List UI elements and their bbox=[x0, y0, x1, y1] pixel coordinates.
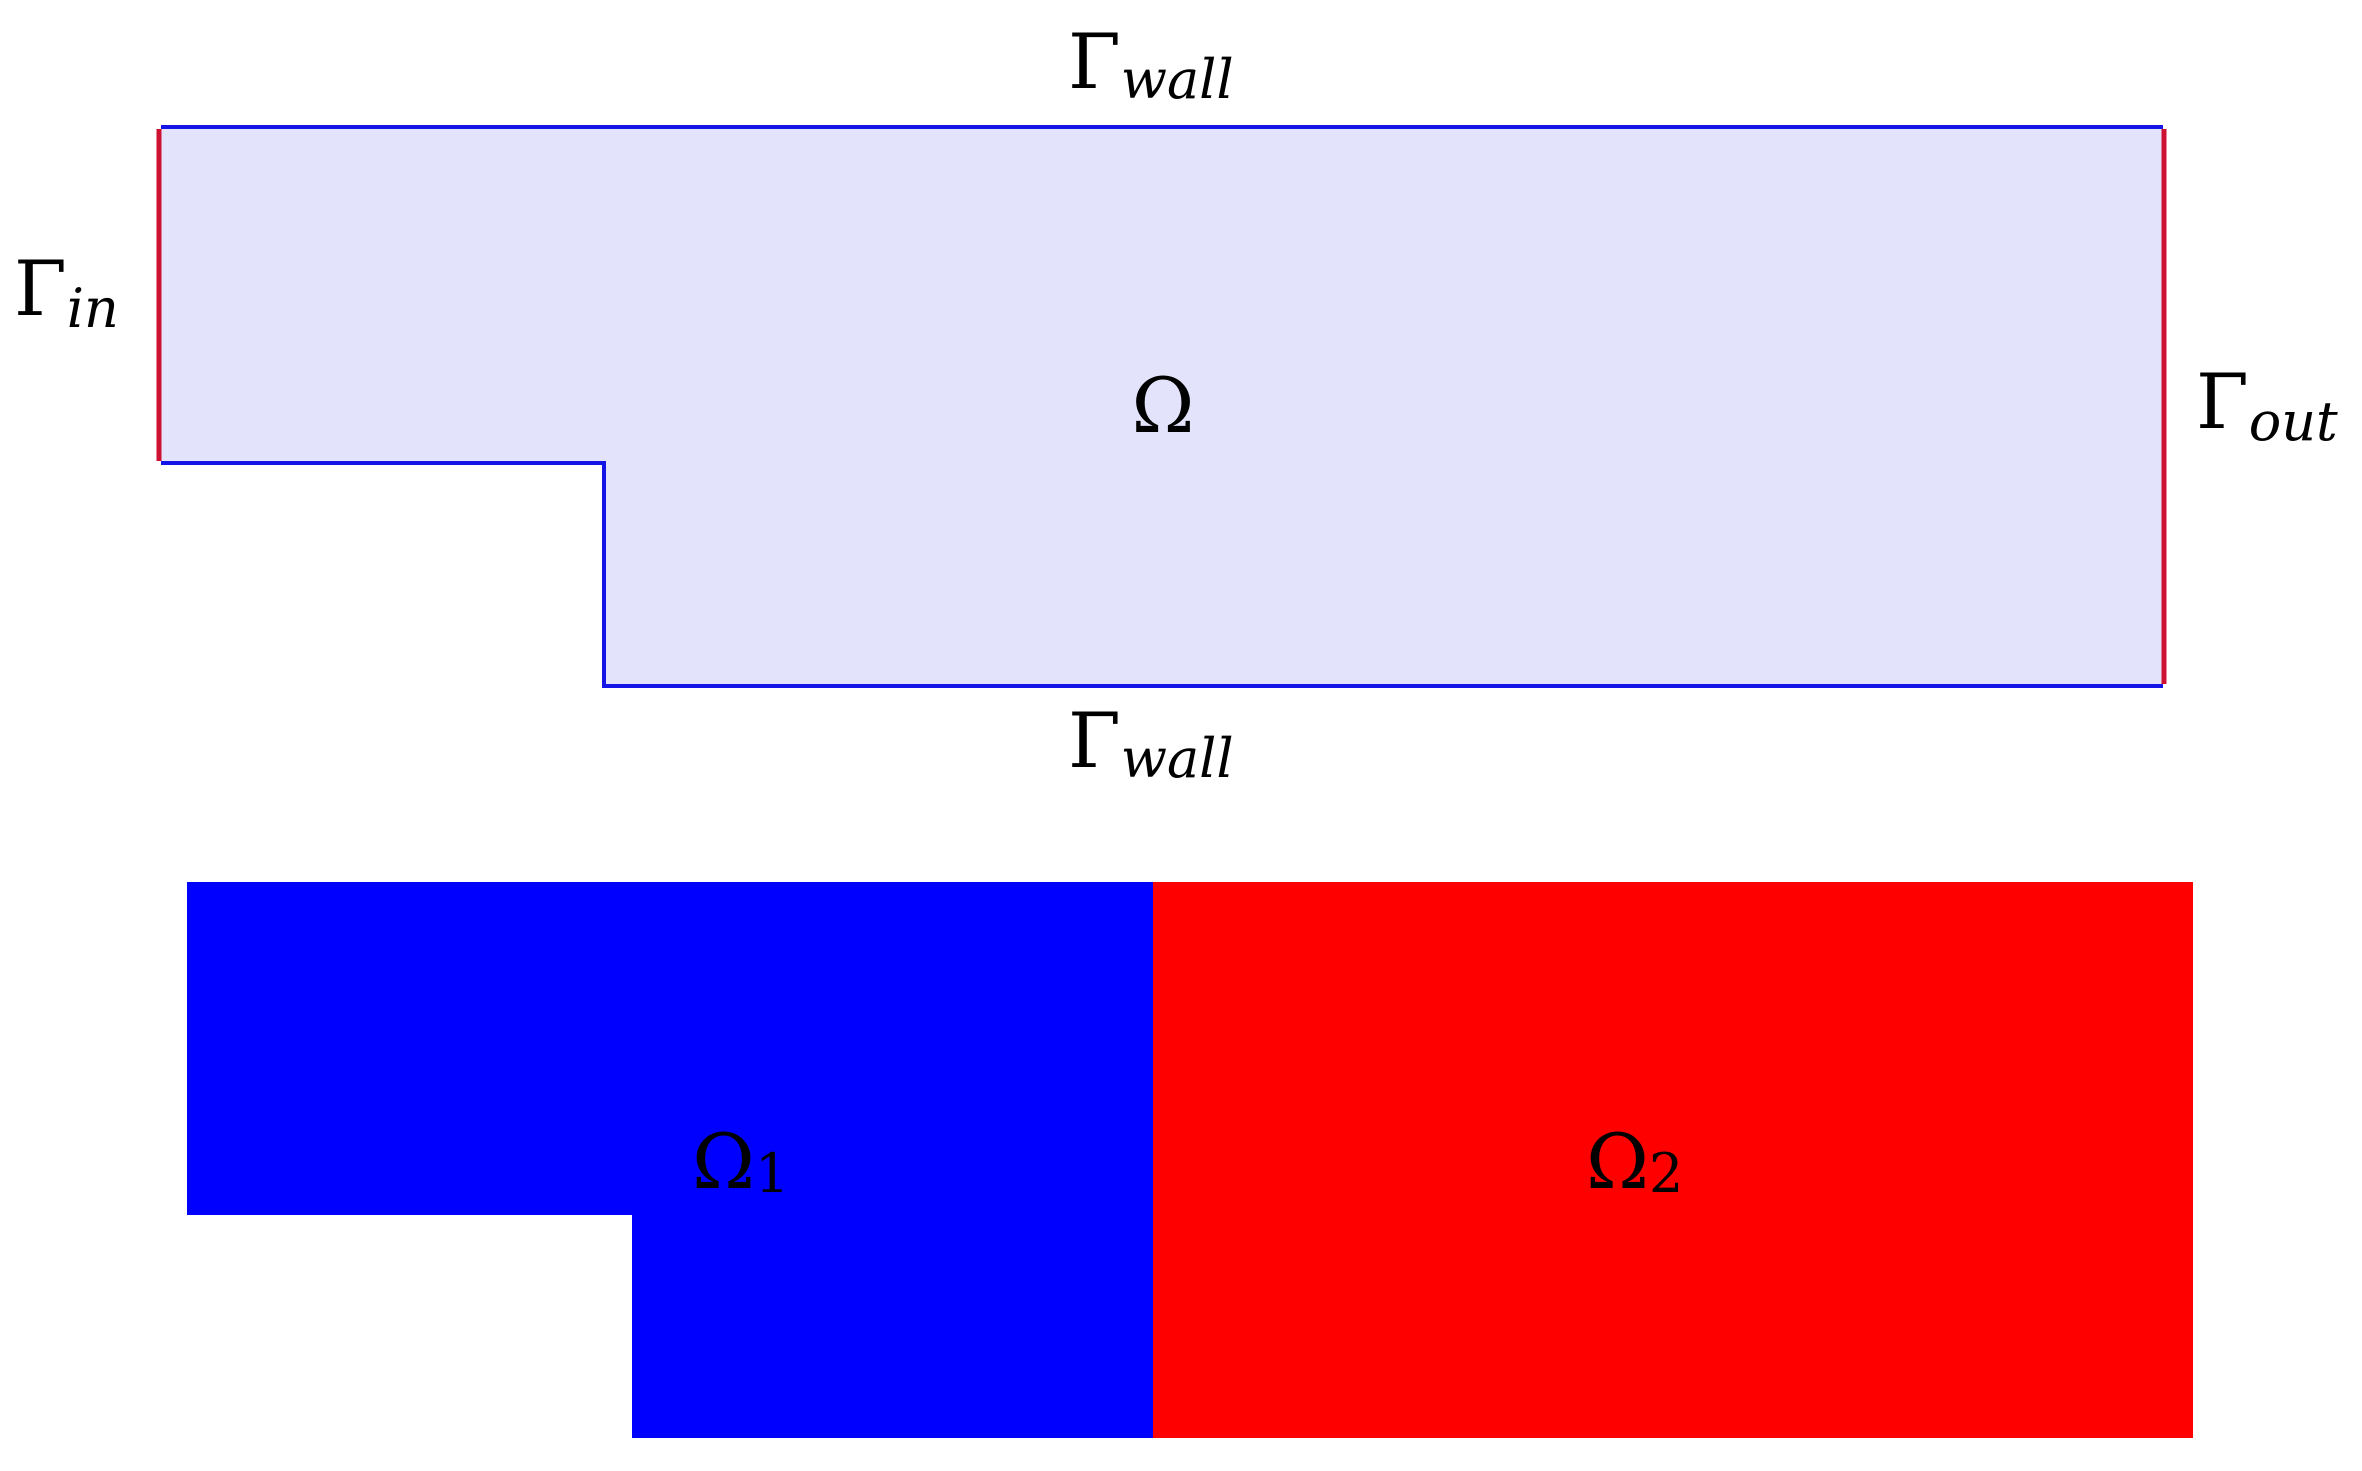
wall-top-label: Γwall bbox=[1068, 17, 1234, 111]
subdomain-2-region bbox=[1153, 882, 2193, 1438]
wall-bottom-label: Γwall bbox=[1068, 696, 1234, 790]
subdomain-2-label: Ω2 bbox=[1586, 1117, 1683, 1206]
domain-omega-region bbox=[161, 127, 2163, 686]
inlet-label: Γin bbox=[14, 244, 119, 340]
domain-omega-label: Ω bbox=[1131, 361, 1194, 450]
subdomain-1-region bbox=[187, 882, 1153, 1438]
subdomain-diagram: Ω1 Ω2 bbox=[187, 882, 2193, 1438]
outlet-label: Γout bbox=[2196, 357, 2338, 453]
wall-boundary-line bbox=[161, 461, 2163, 688]
top-domain-diagram: Γwall Γwall Γin Γout Ω bbox=[14, 17, 2338, 790]
subdomain-1-label: Ω1 bbox=[692, 1117, 789, 1206]
